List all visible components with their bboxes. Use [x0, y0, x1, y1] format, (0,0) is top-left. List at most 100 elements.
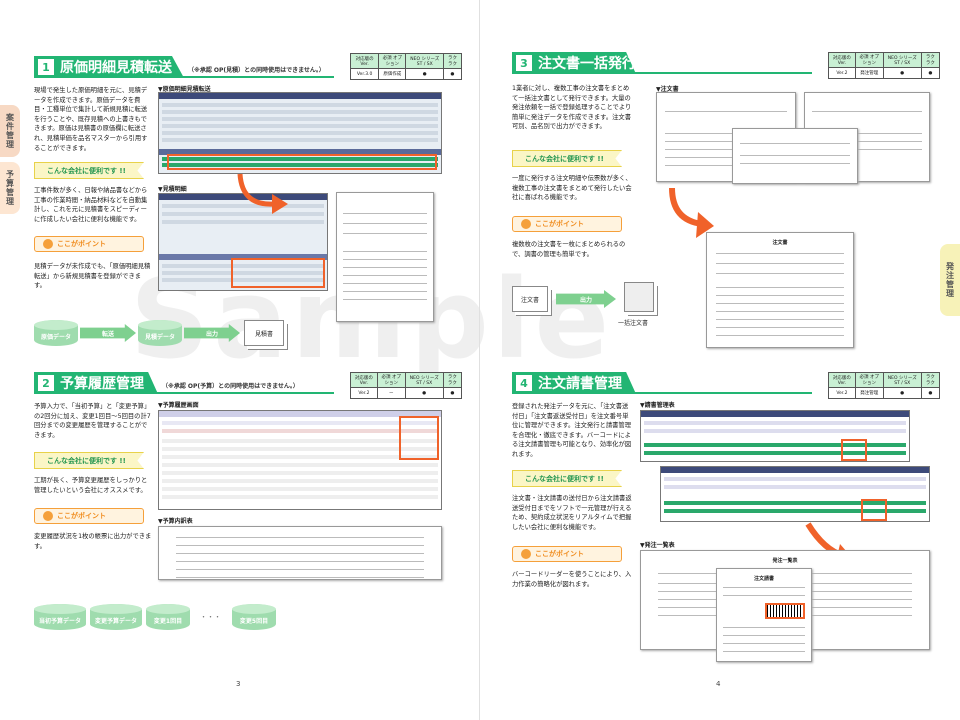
shot-7-label: ▼発注一覧表 [640, 542, 675, 549]
point-label: ここがポイント [57, 240, 106, 248]
section-3-body: 1業者に対し、複数工事の注文書をまとめて一括注文書として発行できます。大量の発注… [512, 85, 632, 131]
section-1-title: 1 原価明細見積転送 [34, 56, 184, 78]
section-2-number: 2 [38, 375, 54, 391]
order-receipt-doc: 注文請書 [716, 568, 812, 662]
vt2-v0: Ver.2 [350, 387, 378, 399]
flow-estimate-data: 見積データ [138, 320, 182, 346]
vt3-v0: Ver.2 [828, 67, 856, 79]
flow-bulk-order [624, 282, 654, 312]
vt-h0: 対応版の Ver. [349, 53, 380, 69]
section-1-point-text: 見積データが未作成でも、「原価明細見積転送」から新規見積書を登録ができます。 [34, 263, 151, 290]
section-3-title: 3 注文書一括発行 [512, 52, 636, 74]
section-2-note: （※承認 OP(予算）との同時使用はできません。） [162, 383, 299, 390]
vt4-h2: NEO シリーズ ST / SX [882, 372, 922, 388]
side-tab-case[interactable]: 案件管理 [0, 105, 20, 157]
section-1-underline [34, 76, 334, 78]
section-1-number: 1 [38, 59, 54, 75]
vt3-h2: NEO シリーズ ST / SX [882, 52, 922, 68]
orange-arrow-1 [237, 173, 288, 214]
section-3-underline [512, 72, 812, 74]
section-4-underline [512, 392, 812, 394]
section-1-note: （※承認 OP(見積）との同時使用はできません。） [188, 67, 325, 74]
vt2-v2: ● [404, 387, 444, 399]
section-3-number: 3 [516, 55, 532, 71]
screenshot-receipt-manage-1 [640, 410, 910, 462]
shot-2-label: ▼見積明細 [158, 186, 187, 193]
vt4-v0: Ver.2 [828, 387, 856, 399]
flow-bulk-order-label: 一括注文書 [618, 320, 649, 327]
screenshot-cost-transfer [158, 92, 442, 174]
vt-h3: ラクラク [443, 53, 462, 69]
flow-cost-data: 原価データ [34, 320, 78, 346]
lightbulb-icon-3 [521, 219, 531, 229]
flow-output: 出力 [184, 324, 240, 342]
point-label-3: ここがポイント [535, 220, 584, 228]
flow-ellipsis: ・・・ [200, 613, 221, 621]
section-4-point: ここがポイント [512, 546, 622, 562]
section-3-benefit: 一度に発行する注文明細や伝票数が多く、複数工事の注文書をまとめて発行したい会社に… [512, 175, 632, 202]
vt3-h3: ラクラク [920, 52, 941, 68]
section-2-point-text: 変更履歴状況を1枚の帳票に出力ができます。 [34, 533, 152, 550]
left-page: 案件管理 予算管理 1 原価明細見積転送 （※承認 OP(見積）との同時使用はで… [0, 53, 463, 688]
shot-6-label: ▼請書管理表 [640, 402, 675, 409]
flow-change-1: 変更1回目 [146, 604, 190, 630]
page-divider [479, 0, 480, 720]
vt3-h1: 必須 オプション [854, 52, 884, 68]
section-2-point: ここがポイント [34, 508, 144, 524]
bulk-order-doc: 注文書 [706, 232, 854, 348]
section-3-ribbon: こんな会社に便利です !! [512, 150, 622, 167]
section-2-ribbon: こんな会社に便利です !! [34, 452, 144, 469]
section-2-benefit: 工期が長く、予算変更履歴をしっかりと管理したいという会社にオススメです。 [34, 477, 148, 494]
page-number-right: 4 [716, 680, 721, 688]
budget-breakdown-doc [158, 526, 442, 580]
vt-h2: NEO シリーズ ST / SX [405, 53, 445, 69]
section-1-benefit: 工事件数が多く、日報や納品書などから工事の作業時間・納品材料などを自動集計し、こ… [34, 187, 148, 223]
screenshot-receipt-manage-2 [660, 466, 930, 522]
order-list-title: 発注一覧表 [772, 558, 798, 564]
section-4-benefit: 注文書・注文請書の送付日から注文請書返送受付日までをソフトで一元管理が行えるため… [512, 495, 632, 531]
vt4-v2: ● [882, 387, 922, 399]
section-4-title-text: 注文請書管理 [538, 376, 622, 392]
vt-v3: ● [443, 68, 462, 80]
page-number-left: 3 [236, 680, 241, 688]
section-1-body: 現場で発生した原価明細を元に、見積データを作成できます。原価データを費目・工種単… [34, 87, 148, 152]
section-4-title: 4 注文請書管理 [512, 372, 636, 394]
flow-change-5: 変更5回目 [232, 604, 276, 630]
vt2-h0: 対応版の Ver. [350, 372, 378, 388]
section-2-title: 2 予算履歴管理 [34, 372, 158, 394]
section-4-body: 登録された発注データを元に、「注文書送付日」「注文書返送受付日」を注文番号単位に… [512, 403, 632, 458]
section-3-title-text: 注文書一括発行 [538, 56, 636, 72]
vt3-v2: ● [882, 67, 922, 79]
shot-1-label: ▼原価明細見積転送 [158, 86, 211, 93]
side-tab-budget[interactable]: 予算管理 [0, 162, 20, 214]
side-tab-order[interactable]: 発注管理 [940, 244, 960, 316]
flow-change-budget: 変更予算データ [90, 604, 142, 630]
section-1-title-text: 原価明細見積転送 [60, 60, 172, 76]
flow-estimate-doc: 見積書 [244, 320, 284, 346]
section-2-title-text: 予算履歴管理 [60, 376, 144, 392]
estimate-document [336, 192, 434, 322]
vt2-v1: ー [376, 387, 406, 399]
vt4-v1: 発注管理 [854, 387, 884, 399]
vt3-v3: ● [920, 67, 941, 79]
vt4-h1: 必須 オプション [854, 372, 884, 388]
section-4-number: 4 [516, 375, 532, 391]
vt2-h1: 必須 オプション [376, 372, 406, 388]
flow-transfer: 転送 [80, 324, 136, 342]
shot-4-label: ▼予算内訳表 [158, 518, 193, 525]
vt3-h0: 対応版の Ver. [828, 52, 856, 68]
bulk-order-title: 注文書 [772, 240, 788, 246]
lightbulb-icon-4 [521, 549, 531, 559]
order-receipt-title: 注文請書 [753, 576, 774, 582]
vt2-h3: ラクラク [442, 372, 463, 388]
order-doc-3 [732, 128, 858, 184]
flow-output-3: 出力 [556, 290, 616, 308]
section-3-point: ここがポイント [512, 216, 622, 232]
vt-h1: 必須 オプション [378, 53, 407, 69]
section-1-ribbon: こんな会社に便利です !! [34, 162, 144, 179]
vt-v2: ● [405, 68, 445, 80]
section-1-point: ここがポイント [34, 236, 144, 252]
flow-initial-budget: 当初予算データ [34, 604, 86, 630]
